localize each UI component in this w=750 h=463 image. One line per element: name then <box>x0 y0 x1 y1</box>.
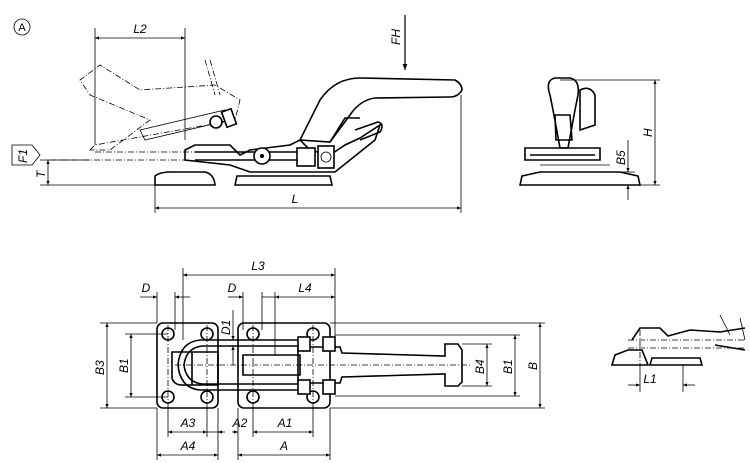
dim-B1-left: B1 <box>117 358 131 373</box>
end-view: H B5 <box>519 77 660 200</box>
dim-L1: L1 <box>643 372 656 386</box>
dim-D-right: D <box>228 281 237 295</box>
dim-B5: B5 <box>614 150 628 165</box>
dim-A2: A2 <box>232 416 248 430</box>
dim-L2: L2 <box>133 22 147 36</box>
dim-L4: L4 <box>298 281 312 295</box>
detail-view: L1 <box>610 314 746 392</box>
dim-D1: D1 <box>219 320 233 335</box>
dim-B1-right: B1 <box>501 359 515 374</box>
side-view: L2 FH F1 T L <box>11 15 463 213</box>
view-marker: A <box>13 18 31 36</box>
svg-text:A: A <box>18 22 26 34</box>
dim-A4: A4 <box>180 439 196 453</box>
dim-B4: B4 <box>473 359 487 374</box>
dim-A1: A1 <box>277 416 293 430</box>
force-F1: F1 <box>16 149 30 163</box>
dim-B3: B3 <box>93 360 107 375</box>
force-FH: FH <box>389 29 403 45</box>
dim-A: A <box>279 439 288 453</box>
dim-D-left: D <box>142 281 151 295</box>
top-view: L3 D D L4 D1 B3 B1 B4 B1 B A3 A2 A1 <box>93 259 545 460</box>
dim-L: L <box>292 192 299 206</box>
dim-B: B <box>526 362 540 370</box>
dim-A3: A3 <box>180 416 196 430</box>
dim-L3: L3 <box>251 259 265 273</box>
dim-H: H <box>641 128 655 137</box>
dim-T: T <box>34 169 48 178</box>
